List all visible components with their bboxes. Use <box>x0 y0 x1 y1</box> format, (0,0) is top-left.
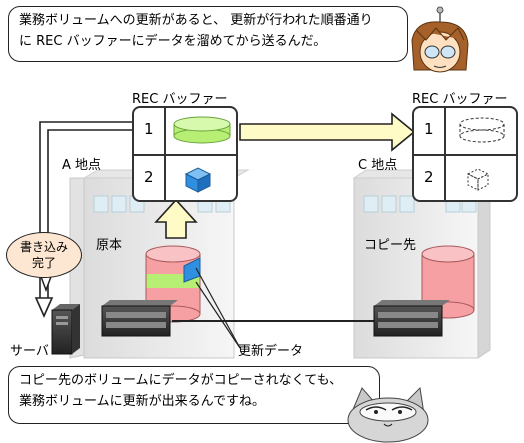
copy-volume-label: コピー先 <box>364 238 417 253</box>
transfer-arrow <box>239 112 416 152</box>
site-c-slot1-number: 1 <box>424 120 434 138</box>
storage-device-c-icon <box>373 300 450 337</box>
storage-device-a-icon <box>101 300 178 337</box>
bottom-bubble-line2: 業務ボリュームに更新が出来るんですね。 <box>19 394 265 409</box>
bottom-bubble-line1: コピー先のボリュームにデータがコピーされなくても、 <box>19 373 343 388</box>
site-c-rec-buffer: 1 2 <box>412 106 518 202</box>
site-a-buffer-icons <box>173 116 231 193</box>
site-a-slot1-number: 1 <box>144 120 154 138</box>
empty-cube-icon <box>466 168 490 191</box>
site-c-buffer-label: REC バッファー <box>412 92 508 107</box>
server-icon <box>51 304 80 355</box>
site-c-label: C 地点 <box>358 158 398 173</box>
write-complete-bubble: 書き込み 完了 <box>6 232 82 278</box>
site-a-buffer-label: REC バッファー <box>132 92 228 107</box>
site-a-label: A 地点 <box>62 158 102 173</box>
update-data-label: 更新データ <box>238 344 304 359</box>
write-complete-line2: 完了 <box>31 256 56 270</box>
site-a-rec-buffer: 1 2 <box>132 106 238 202</box>
site-c-buffer-icons <box>459 117 505 191</box>
down-arrow-to-server <box>34 297 54 318</box>
write-complete-line1: 書き込み <box>19 240 68 254</box>
bottom-speech-bubble: コピー先のボリュームにデータがコピーされなくても、 業務ボリュームに更新が出来る… <box>8 366 380 424</box>
server-label: サーバ <box>10 344 49 359</box>
site-c-slot2-number: 2 <box>424 168 434 186</box>
up-arrow-to-buffer <box>154 198 198 239</box>
green-disk-icon <box>173 116 231 144</box>
top-bubble-line2: に REC バッファーにデータを溜めてから送るんだ。 <box>19 34 327 49</box>
top-speech-bubble: 業務ボリュームへの更新があると、 更新が行われた順番通り に REC バッファー… <box>8 6 408 62</box>
source-volume-label: 原本 <box>96 238 123 253</box>
blue-cube-icon <box>184 167 212 193</box>
empty-disk-icon <box>459 117 505 143</box>
site-a-slot2-number: 2 <box>144 168 154 186</box>
top-bubble-line1: 業務ボリュームへの更新があると、 更新が行われた順番通り <box>19 13 373 28</box>
